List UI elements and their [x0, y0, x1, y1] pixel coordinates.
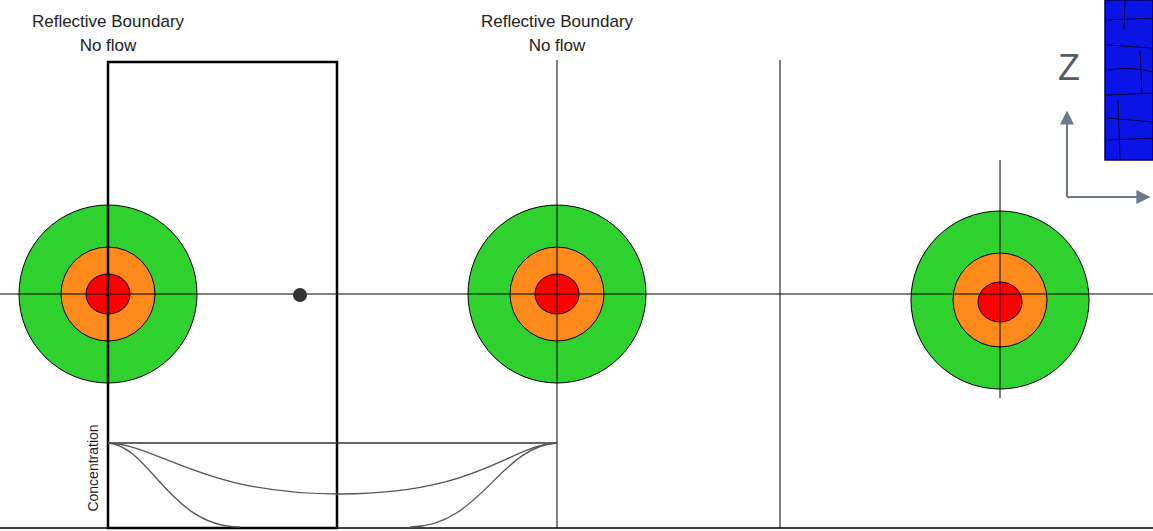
- axis-arrows: [1067, 112, 1149, 197]
- concentration-profile: [108, 443, 557, 527]
- boundary-label: Reflective Boundary: [32, 13, 184, 30]
- observation-point: [293, 288, 307, 302]
- model-inset: [1105, 0, 1153, 160]
- boundary-label: No flow: [529, 37, 586, 54]
- boundary-label: No flow: [80, 37, 137, 54]
- axis-label: Z: [1058, 50, 1080, 86]
- axis-label: Concentration: [86, 424, 100, 511]
- boundary-label: Reflective Boundary: [481, 13, 633, 30]
- boundary-lines: [0, 60, 1153, 528]
